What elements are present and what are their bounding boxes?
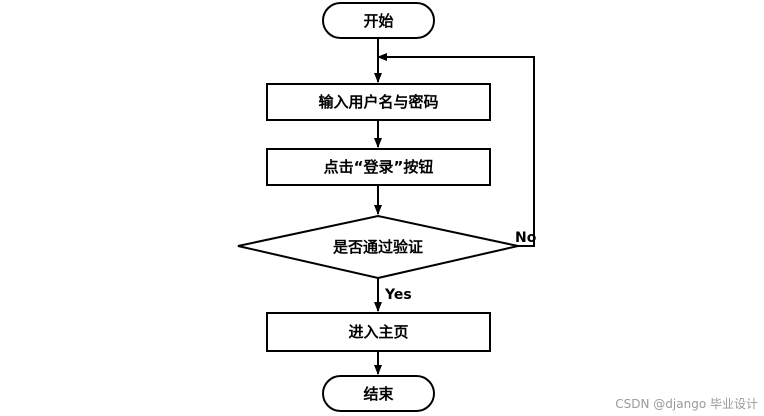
verify-decision-label: 是否通过验证 (332, 238, 423, 256)
click-login-node: 点击“登录”按钮 (266, 148, 491, 186)
no-edge-label: No (515, 230, 537, 246)
yes-edge-label: Yes (384, 287, 412, 303)
end-node: 结束 (322, 375, 435, 412)
input-credentials-label: 输入用户名与密码 (318, 93, 438, 111)
end-label: 结束 (363, 385, 394, 403)
verify-decision-node: 是否通过验证 (237, 214, 519, 280)
start-node: 开始 (322, 2, 435, 39)
click-login-label: 点击“登录”按钮 (324, 158, 434, 176)
edge-no-loop-back (377, 53, 535, 247)
enter-home-node: 进入主页 (266, 312, 491, 352)
watermark-text: CSDN @django 毕业设计 (615, 397, 758, 411)
start-label: 开始 (363, 12, 393, 30)
input-credentials-node: 输入用户名与密码 (266, 83, 491, 121)
enter-home-label: 进入主页 (348, 323, 408, 341)
